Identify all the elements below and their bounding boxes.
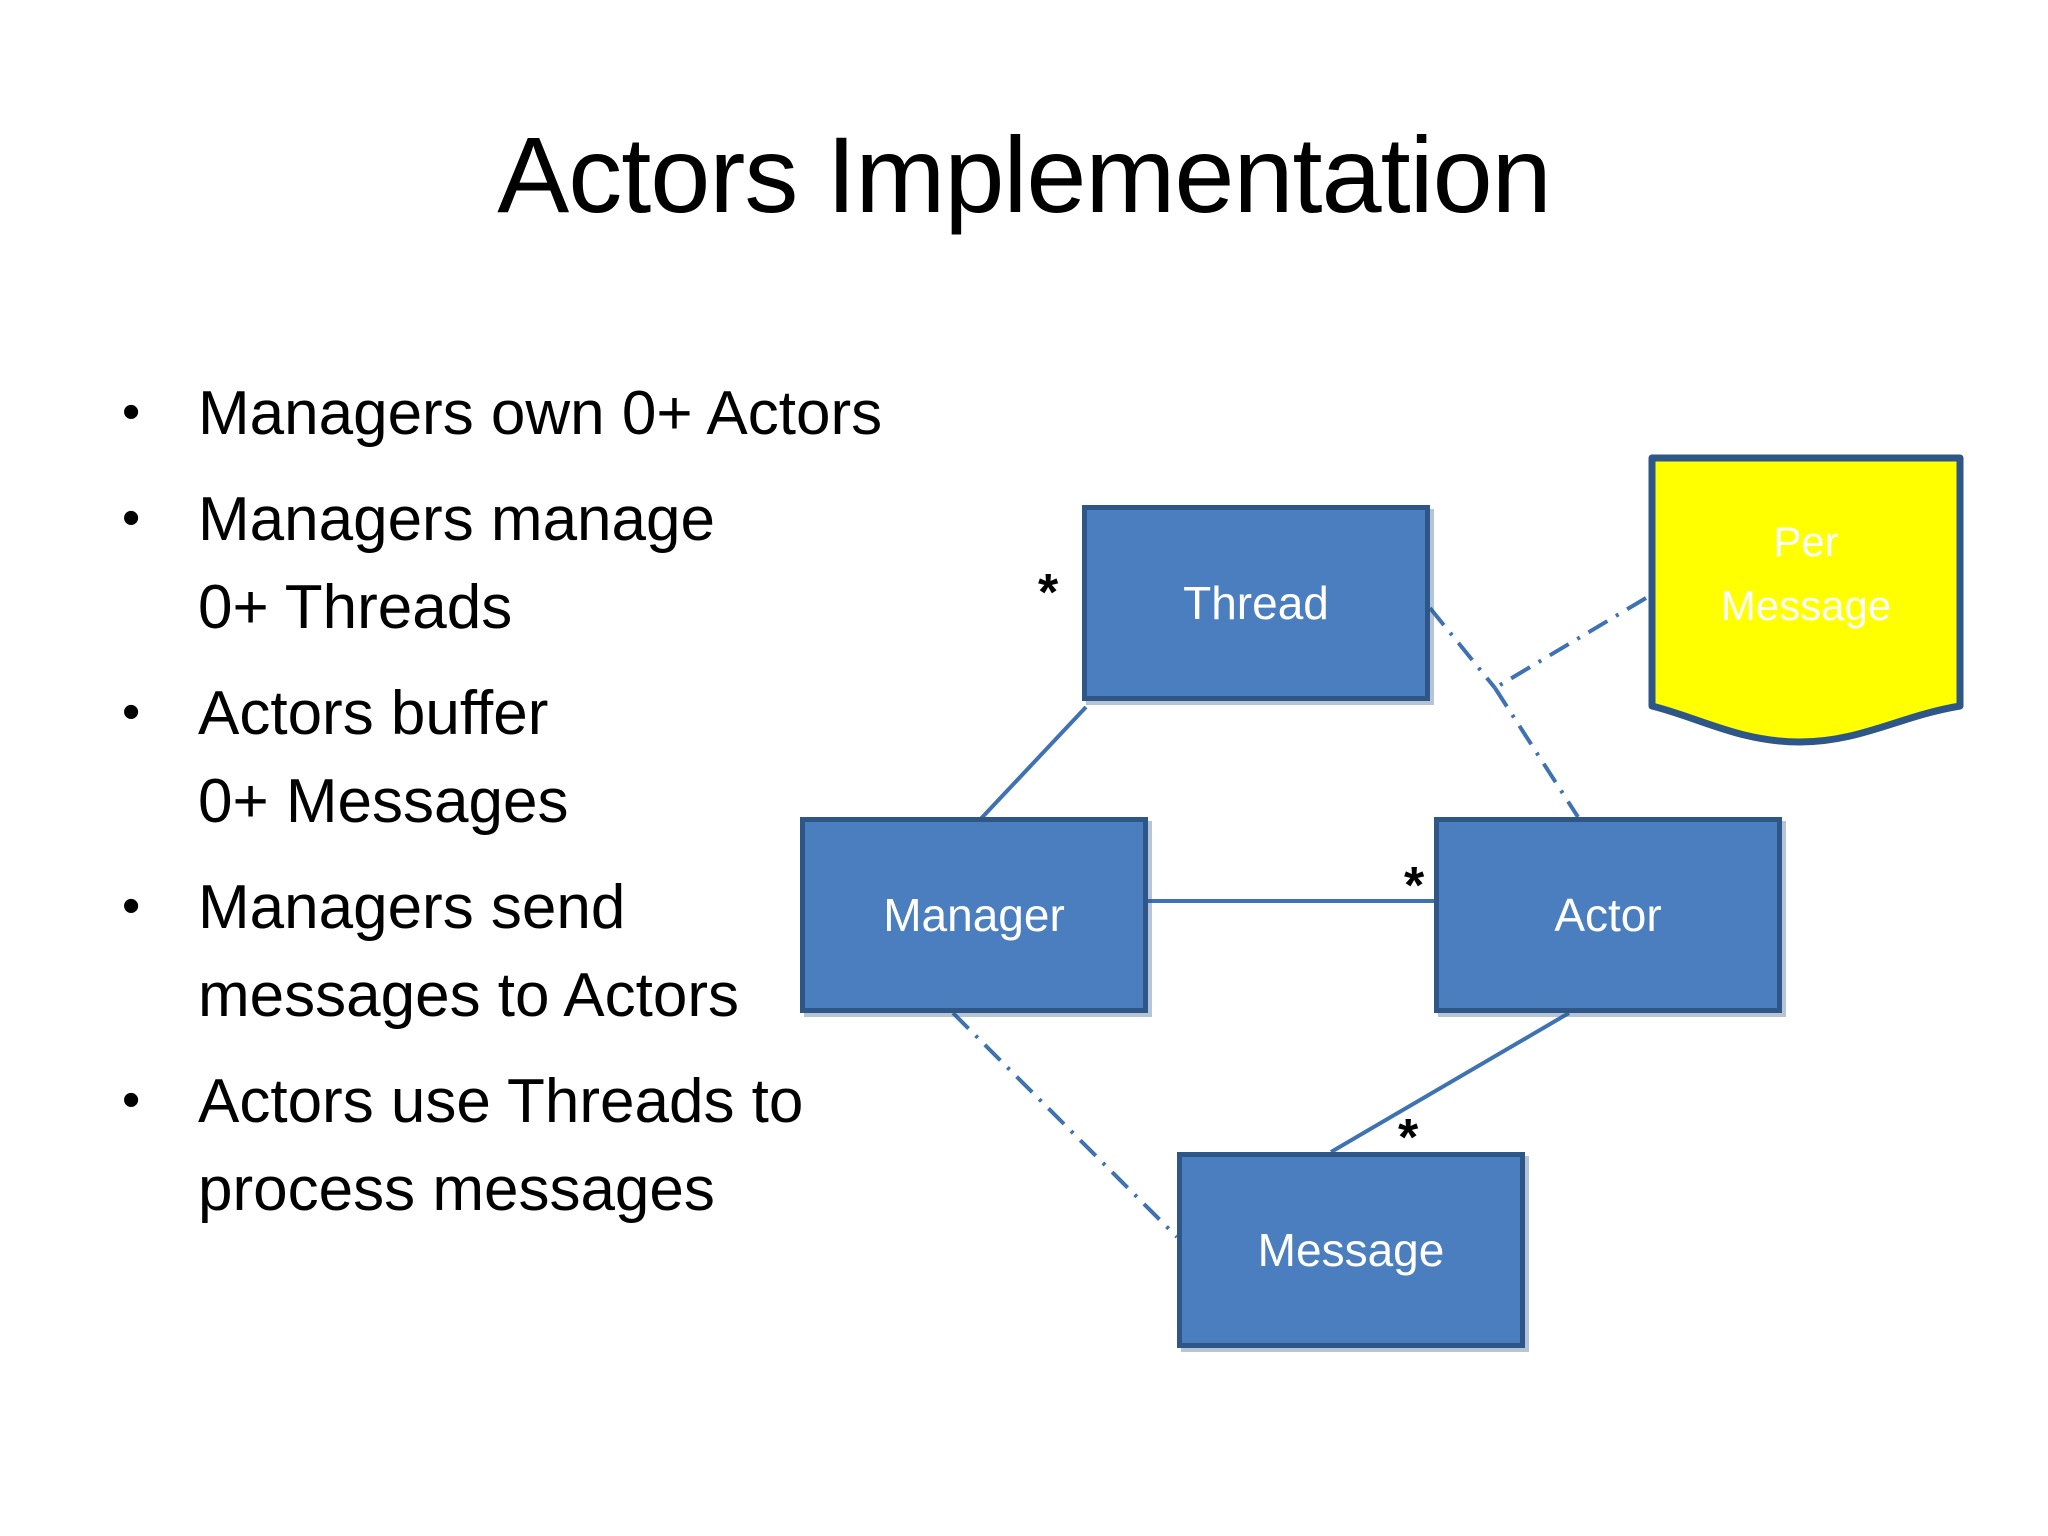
uml-box-message[interactable]: Message <box>1177 1152 1525 1348</box>
per-message-note[interactable]: Per Message <box>1646 452 1966 732</box>
list-item: • Managers own 0+ Actors <box>110 370 1030 458</box>
bullet-list: • Managers own 0+ Actors • Managers mana… <box>110 370 1030 1252</box>
uml-box-thread[interactable]: Thread <box>1082 505 1430 701</box>
bullet-icon: • <box>122 383 141 441</box>
uml-box-actor-label: Actor <box>1554 889 1662 941</box>
per-message-note-label: Per Message <box>1720 518 1892 629</box>
bullet-text: Managers send messages to Actors <box>198 873 740 1030</box>
bullet-text: Actors buffer 0+ Messages <box>198 679 569 836</box>
list-item: • Actors buffer 0+ Messages <box>110 670 1030 846</box>
page-title: Actors Implementation <box>497 114 1551 235</box>
multiplicity-thread: * <box>1038 564 1059 622</box>
bullet-icon: • <box>122 877 141 935</box>
uml-box-message-label: Message <box>1257 1224 1445 1276</box>
connector-thread-junction <box>1428 606 1497 690</box>
bullet-icon: • <box>122 1071 141 1129</box>
connector-junction-actor <box>1493 686 1580 819</box>
uml-box-thread-label: Thread <box>1183 577 1329 629</box>
list-item: • Actors use Threads to process messages <box>110 1058 1030 1234</box>
list-item: • Managers send messages to Actors <box>110 864 1030 1040</box>
per-message-note-shape <box>1648 454 1964 746</box>
bullet-icon: • <box>122 683 141 741</box>
bullet-text: Managers own 0+ Actors <box>198 379 883 448</box>
connector-note-junction <box>1493 596 1648 690</box>
connector-actor-message <box>1329 1011 1571 1154</box>
bullet-text: Actors use Threads to process messages <box>198 1067 804 1224</box>
multiplicity-message: * <box>1398 1109 1419 1167</box>
multiplicity-actor: * <box>1404 857 1425 915</box>
list-item: • Managers manage 0+ Threads <box>110 476 1030 652</box>
bullet-icon: • <box>122 489 141 547</box>
bullet-text: Managers manage 0+ Threads <box>198 485 715 642</box>
uml-box-actor[interactable]: Actor <box>1434 817 1782 1013</box>
